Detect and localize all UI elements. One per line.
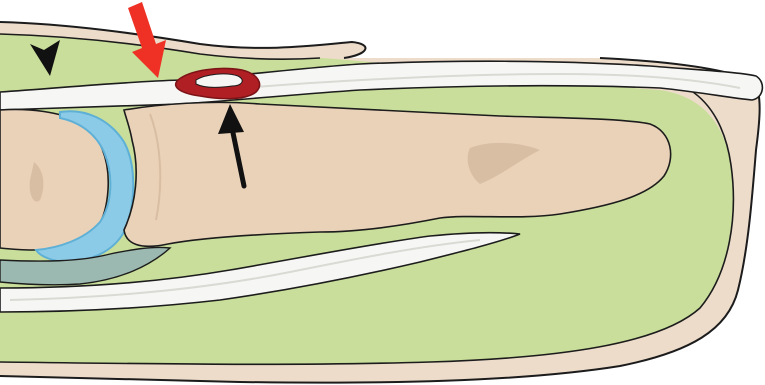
finger-anatomy-figure bbox=[0, 0, 765, 385]
anatomy-drawing bbox=[0, 0, 765, 385]
